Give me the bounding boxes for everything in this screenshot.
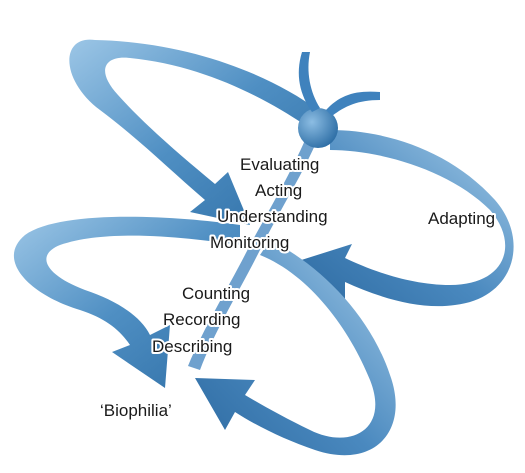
upper-left-wing-arrow	[69, 39, 319, 225]
lower-left-wing-arrow	[13, 216, 240, 388]
lower-right-wing-arrow	[195, 240, 396, 456]
label-acting: Acting	[255, 181, 302, 200]
label-counting: Counting	[182, 284, 250, 303]
label-evaluating: Evaluating	[240, 155, 319, 174]
label-describing: Describing	[152, 337, 232, 356]
label-adapting: Adapting	[428, 209, 495, 228]
butterfly-body	[188, 52, 380, 370]
label-monitoring: Monitoring	[210, 233, 289, 252]
label-understanding: Understanding	[217, 207, 328, 226]
label-biophilia: ‘Biophilia’	[100, 401, 172, 420]
upper-right-wing-arrow	[295, 130, 514, 307]
label-recording: Recording	[163, 310, 241, 329]
